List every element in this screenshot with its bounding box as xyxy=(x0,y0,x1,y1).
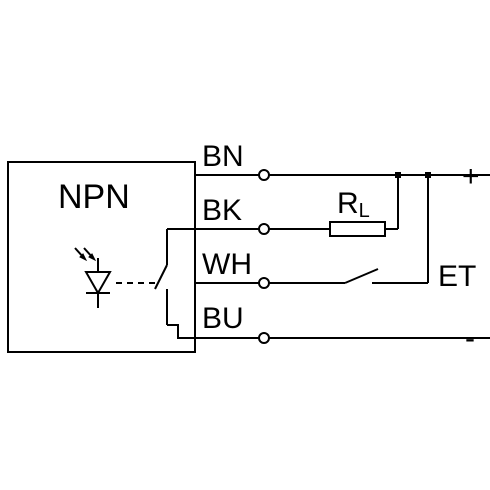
switch-icon xyxy=(154,228,195,339)
terminal-bu xyxy=(258,332,270,344)
supply-plus-label: + xyxy=(462,160,480,193)
sensor-housing xyxy=(7,161,196,353)
terminal-wh xyxy=(258,277,270,289)
wire-label-bk: BK xyxy=(202,194,242,227)
phototransistor-icon xyxy=(74,247,112,308)
wire-label-wh: WH xyxy=(202,248,252,281)
terminal-bn xyxy=(258,169,270,181)
resistor-icon xyxy=(329,172,401,237)
load-resistor-label: RL xyxy=(337,187,370,222)
wire-label-bn: BN xyxy=(202,140,244,173)
external-switch-icon xyxy=(344,172,431,284)
terminal-bk xyxy=(258,223,270,235)
device-type-label: NPN xyxy=(58,178,130,216)
supply-minus-label: - xyxy=(465,322,475,355)
wire-label-bu: BU xyxy=(202,302,244,335)
external-label: ET xyxy=(438,260,476,293)
